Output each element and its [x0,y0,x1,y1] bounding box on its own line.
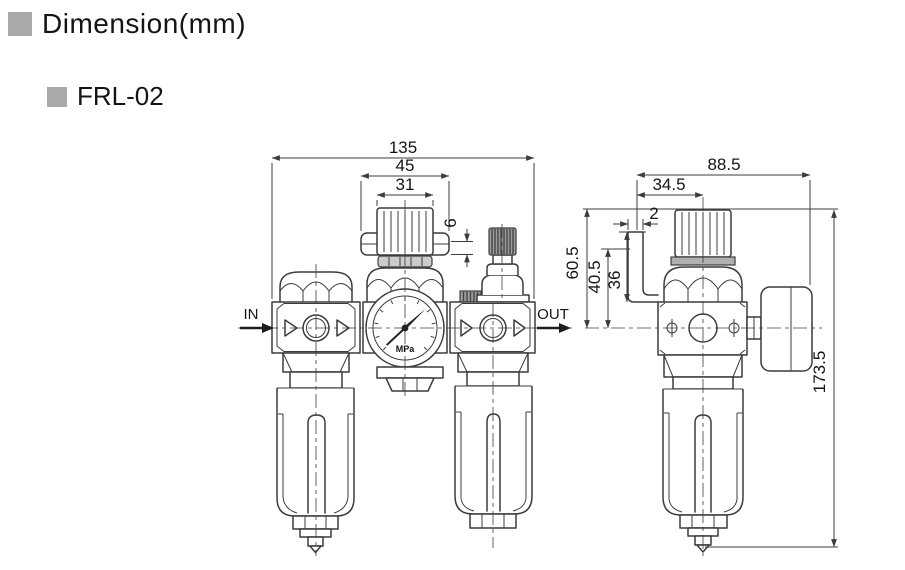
filter-sight-tube [307,414,326,514]
mounting-bracket [627,231,659,303]
model-bullet-icon [47,86,67,107]
regulator-bottom-plug [385,377,435,392]
svg-text:60.5: 60.5 [563,246,582,279]
gauge-flange [376,366,444,379]
svg-text:34.5: 34.5 [652,175,685,194]
filter-drain-valve [307,536,324,547]
svg-text:45: 45 [396,156,415,175]
outlet-flow: OUT [537,306,571,333]
dim-overall-height: 173.5 [705,209,838,548]
frl-front-view: MPa IN OUT 135 45 [238,138,572,556]
lubricator-fill-flange [476,294,530,303]
side-centerlines [585,197,822,556]
dim-top-to-port-center: 60.5 [563,208,590,329]
svg-text:31: 31 [396,175,415,194]
outlet-label: OUT [537,306,569,323]
lubricator-fill-dome [481,274,524,295]
front-view-dimensions: 135 45 31 6 [271,138,535,299]
dim-bracket-to-knob-center: 34.5 [636,175,704,198]
lubricator-unit [449,227,536,529]
filter-bowl-retainer [292,515,339,530]
filter-bowl [276,388,355,517]
dim-panel-plate-thickness: 6 [441,218,473,267]
gauge-unit-label: MPa [396,344,416,354]
dim-knob-width: 31 [376,175,434,206]
section-header: Dimension(mm) [8,8,246,40]
lubricator-sight-tube [486,413,501,512]
model-label: FRL-02 [77,81,164,111]
svg-text:135: 135 [389,138,417,157]
dim-bracket-step-to-center: 40.5 [585,248,630,329]
dim-bracket-thickness: 2 [613,204,659,230]
outlet-arrow-icon [559,323,571,333]
svg-text:173.5: 173.5 [810,351,829,394]
side-bowl-retainer [679,514,728,529]
model-header: FRL-02 [47,81,164,112]
svg-text:2: 2 [649,204,658,223]
gauge-needle [386,308,426,346]
section-bullet-icon [8,12,32,36]
flow-arrow-shape [460,319,526,337]
lubricator-bowl [454,386,533,515]
dim-mount-plate-width: 45 [360,156,450,231]
inlet-label: IN [244,306,259,323]
dim-overall-width: 135 [271,138,535,299]
svg-text:88.5: 88.5 [707,155,740,174]
lubricator-adjust-knob [488,227,517,256]
side-view-dimensions: 88.5 34.5 2 60.5 40.5 [563,155,838,548]
inlet-flow: IN [240,306,274,333]
gauge-side-profile [760,286,813,372]
dim-overall-depth: 88.5 [636,155,811,285]
page-title: Dimension(mm) [42,8,247,39]
svg-text:36: 36 [605,271,624,290]
svg-text:6: 6 [441,218,460,227]
inlet-arrow-icon [262,323,274,333]
dim-bracket-height: 36 [605,231,646,303]
svg-text:40.5: 40.5 [585,260,604,293]
filter-regulator-side-view: 88.5 34.5 2 60.5 40.5 [563,155,838,556]
